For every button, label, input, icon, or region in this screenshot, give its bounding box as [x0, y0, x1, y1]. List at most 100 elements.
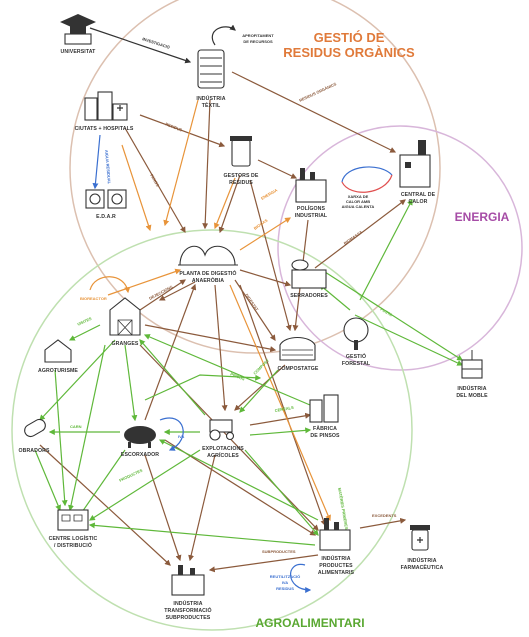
edge-label-xarxa-3: AIGUA CALENTA [342, 204, 375, 209]
edge-textil-planta-orange [163, 99, 199, 227]
node-gestors: GESTORS DE RESIDUS [224, 136, 259, 186]
node-label-planta-1: PLANTA DE DIGESTIÓ [179, 269, 236, 277]
region-title-residus-2: RESIDUS ORGÀNICS [283, 45, 415, 60]
edge-granges-agroturisme [68, 324, 101, 341]
edge-explotacions-granges [139, 339, 206, 416]
node-label-centre-2: / DISTRIBUCIÓ [54, 541, 92, 549]
node-label-centre-1: CENTRE LOGÍSTIC [49, 534, 98, 542]
edge-textil-calor [231, 71, 397, 153]
edge-gestors-orange [213, 177, 236, 230]
region-ring-agro [11, 229, 413, 631]
node-label-escorxador: ESCORXADOR [121, 452, 159, 458]
edge-productes-centre [88, 522, 316, 546]
node-label-explotacions-2: AGRÍCOLES [207, 451, 239, 459]
edge-label-aprofitament-2: DE RECURSOS [243, 39, 273, 44]
edges [34, 24, 464, 593]
edge-label-excedents: EXCEDENTS [372, 513, 397, 518]
edge-explotacions-fabrica [249, 412, 312, 426]
edge-label-biomassa: BIOMASSA [343, 229, 364, 246]
edge-fabrica-granges [143, 334, 311, 406]
node-explotacions: EXPLOTACIONS AGRÍCOLES [202, 419, 244, 459]
edge-label-cereals: CEREALS [274, 405, 294, 413]
edge-xarxa-arc-2 [341, 174, 393, 193]
node-label-agroturisme: AGROTURISME [38, 368, 78, 374]
cabinet-icon [461, 350, 483, 379]
node-label-ciutats: CIUTATS + HOSPITALS [75, 126, 134, 132]
edge-planta-granges-2 [158, 281, 196, 301]
node-label-moble-1: INDÚSTRIA [457, 385, 486, 392]
edge-label-xarxa-1: XARXA DE [348, 194, 369, 199]
edge-bioreactor-arc [89, 276, 131, 294]
edge-label-visites: VISITES [76, 316, 92, 327]
edge-productes-loop [290, 563, 312, 593]
edge-label-subproductes: SUBPRODUCTES [262, 549, 296, 554]
edge-label-dejeccions: DEJECCIONS [148, 284, 174, 301]
edge-planta-explotacions [214, 284, 228, 412]
node-transformacio: INDÚSTRIA TRANSFORMACIÓ SUBPRODUCTES [164, 565, 212, 621]
node-centre-logistic: CENTRE LOGÍSTIC / DISTRIBUCIÓ [49, 509, 98, 549]
node-label-universitat: UNIVERSITAT [61, 49, 97, 55]
edge-escorxador-loop [159, 417, 184, 451]
barn-icon [109, 297, 141, 336]
node-universitat: UNIVERSITAT [60, 14, 96, 55]
node-label-granges: GRANGES [112, 341, 139, 347]
edge-label-reutilitzacio-3: RESIDUS [276, 586, 294, 591]
silo-icon [309, 394, 339, 423]
node-serradores: SERRADORES [290, 259, 328, 299]
edge-agroturisme-centre [54, 369, 68, 507]
node-obradors: OBRADORS [18, 418, 50, 454]
edge-xarxa-arc [341, 166, 393, 183]
edge-explotacions-fabrica-green [249, 427, 312, 436]
node-moble: INDÚSTRIA DEL MOBLE [456, 350, 488, 399]
edge-universitat-textil [89, 27, 192, 64]
edge-label-investigacio: INVESTIGACIÓ [142, 36, 171, 50]
power-plant-icon [399, 140, 431, 188]
node-label-edar: E.D.A.R [96, 214, 116, 220]
edge-granges-centre [68, 344, 106, 512]
region-title-residus-1: GESTIÓ DE [314, 30, 385, 45]
edge-ciutats-gestors [139, 114, 226, 148]
edge-label-energia: ENERGIA [260, 187, 278, 200]
node-label-gestio-1: GESTIÓ [346, 352, 366, 360]
edge-granges-obradors [39, 339, 116, 421]
edge-label-reutilitzacio-1: REUTILITZACIÓ [270, 574, 300, 579]
edge-gestio-moble [354, 314, 464, 366]
node-label-poligons-2: INDUSTRIAL [295, 213, 328, 219]
region-title-agro: AGROALIMENTARI [255, 616, 364, 630]
node-planta: PLANTA DE DIGESTIÓ ANAERÒBIA [178, 245, 238, 284]
edge-aprofitament-loop [211, 24, 236, 46]
edge-granges-planta-orange [107, 268, 182, 296]
edge-label-xarxa-2: CALOR AMB [346, 199, 370, 204]
sawmill-icon [291, 259, 327, 289]
node-farmaceutica: INDÚSTRIA FARMACÈUTICA [401, 525, 444, 571]
pig-cow-icon [124, 426, 156, 448]
node-label-textil-1: INDÚSTRIA [196, 95, 225, 102]
region-ring-energia [277, 125, 523, 371]
node-label-textil-2: TÈXTIL [202, 101, 221, 109]
edge-label-fangs: FANGS [149, 173, 160, 188]
node-label-explotacions-1: EXPLOTACIONS [202, 446, 244, 452]
edge-gestors-planta [218, 174, 241, 234]
city-buildings-icon [84, 91, 128, 121]
edge-label-carn: CARN [70, 424, 82, 429]
edge-label-fusta: FUSTA [380, 307, 394, 318]
edge-granges-planta [139, 279, 186, 311]
tractor-icon [209, 419, 235, 441]
sewing-spool-icon [197, 49, 225, 89]
edge-gestio-calor [359, 198, 413, 301]
node-escorxador: ESCORXADOR [121, 426, 159, 458]
node-label-fabrica-2: DE PINSOS [310, 433, 340, 439]
node-calor: CENTRAL DE CALOR [399, 140, 436, 205]
edge-ciutats-edar [92, 134, 101, 190]
region-title-energia: ENERGIA [455, 210, 510, 224]
node-fabrica-pinsos: FÀBRICA DE PINSOS [309, 394, 340, 439]
edge-escorxador-granges-arc [144, 374, 262, 401]
node-label-farma-1: INDÚSTRIA [407, 557, 436, 564]
node-label-farma-2: FARMACÈUTICA [401, 563, 444, 571]
edge-compostatge-explotacions [234, 364, 286, 411]
edge-label-residus-organics: RESIDUS ORGÀNICS [298, 81, 337, 103]
trash-bin-icon [230, 136, 252, 167]
edge-label-iva: IVA [178, 434, 184, 439]
edge-gestors-compostatge [249, 179, 292, 332]
edge-textil-planta [202, 99, 211, 230]
